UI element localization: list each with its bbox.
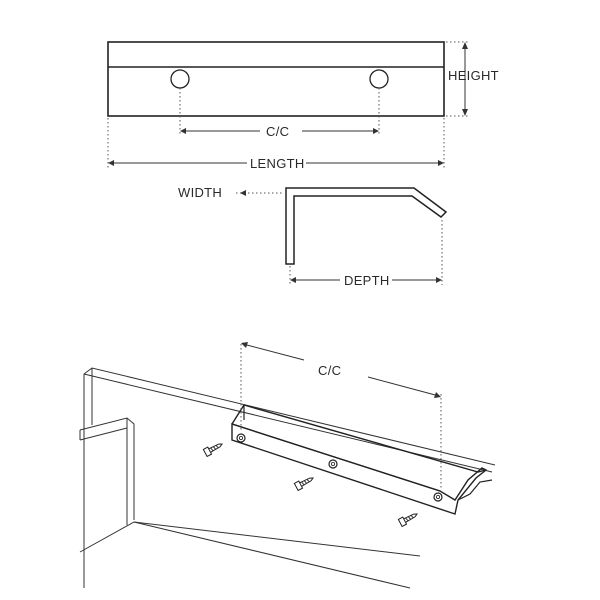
drawer-front-outline <box>79 417 135 520</box>
mounting-hole-icon <box>328 459 338 469</box>
front-view <box>107 41 445 117</box>
depth-dimension: DEPTH <box>289 220 443 288</box>
handle-front-outline <box>107 41 445 117</box>
cc-bottom-dimension: C/C <box>240 342 442 490</box>
depth-label: DEPTH <box>344 273 390 288</box>
screw-icon <box>397 513 418 528</box>
installation-view: C/C <box>79 342 496 589</box>
screw-icon <box>293 477 314 492</box>
width-label: WIDTH <box>178 185 222 200</box>
height-label: HEIGHT <box>448 68 499 83</box>
mounting-hole-right-icon <box>369 69 389 89</box>
screw-icon <box>202 443 223 458</box>
mounting-hole-icon <box>433 492 443 502</box>
height-dimension: HEIGHT <box>446 41 499 117</box>
drawer-side-outline <box>79 521 421 557</box>
mounting-hole-left-icon <box>170 69 190 89</box>
length-dimension: LENGTH <box>107 118 445 171</box>
cc-top-dimension: C/C <box>179 88 380 139</box>
width-dimension: WIDTH <box>178 185 284 200</box>
length-label: LENGTH <box>250 156 305 171</box>
side-profile <box>285 187 448 265</box>
cc-bottom-label: C/C <box>318 363 341 378</box>
cabinet-panel-outline <box>83 367 496 466</box>
mounting-hole-icon <box>236 433 246 443</box>
handle-profile-outline <box>285 187 448 265</box>
cc-top-label: C/C <box>266 124 289 139</box>
